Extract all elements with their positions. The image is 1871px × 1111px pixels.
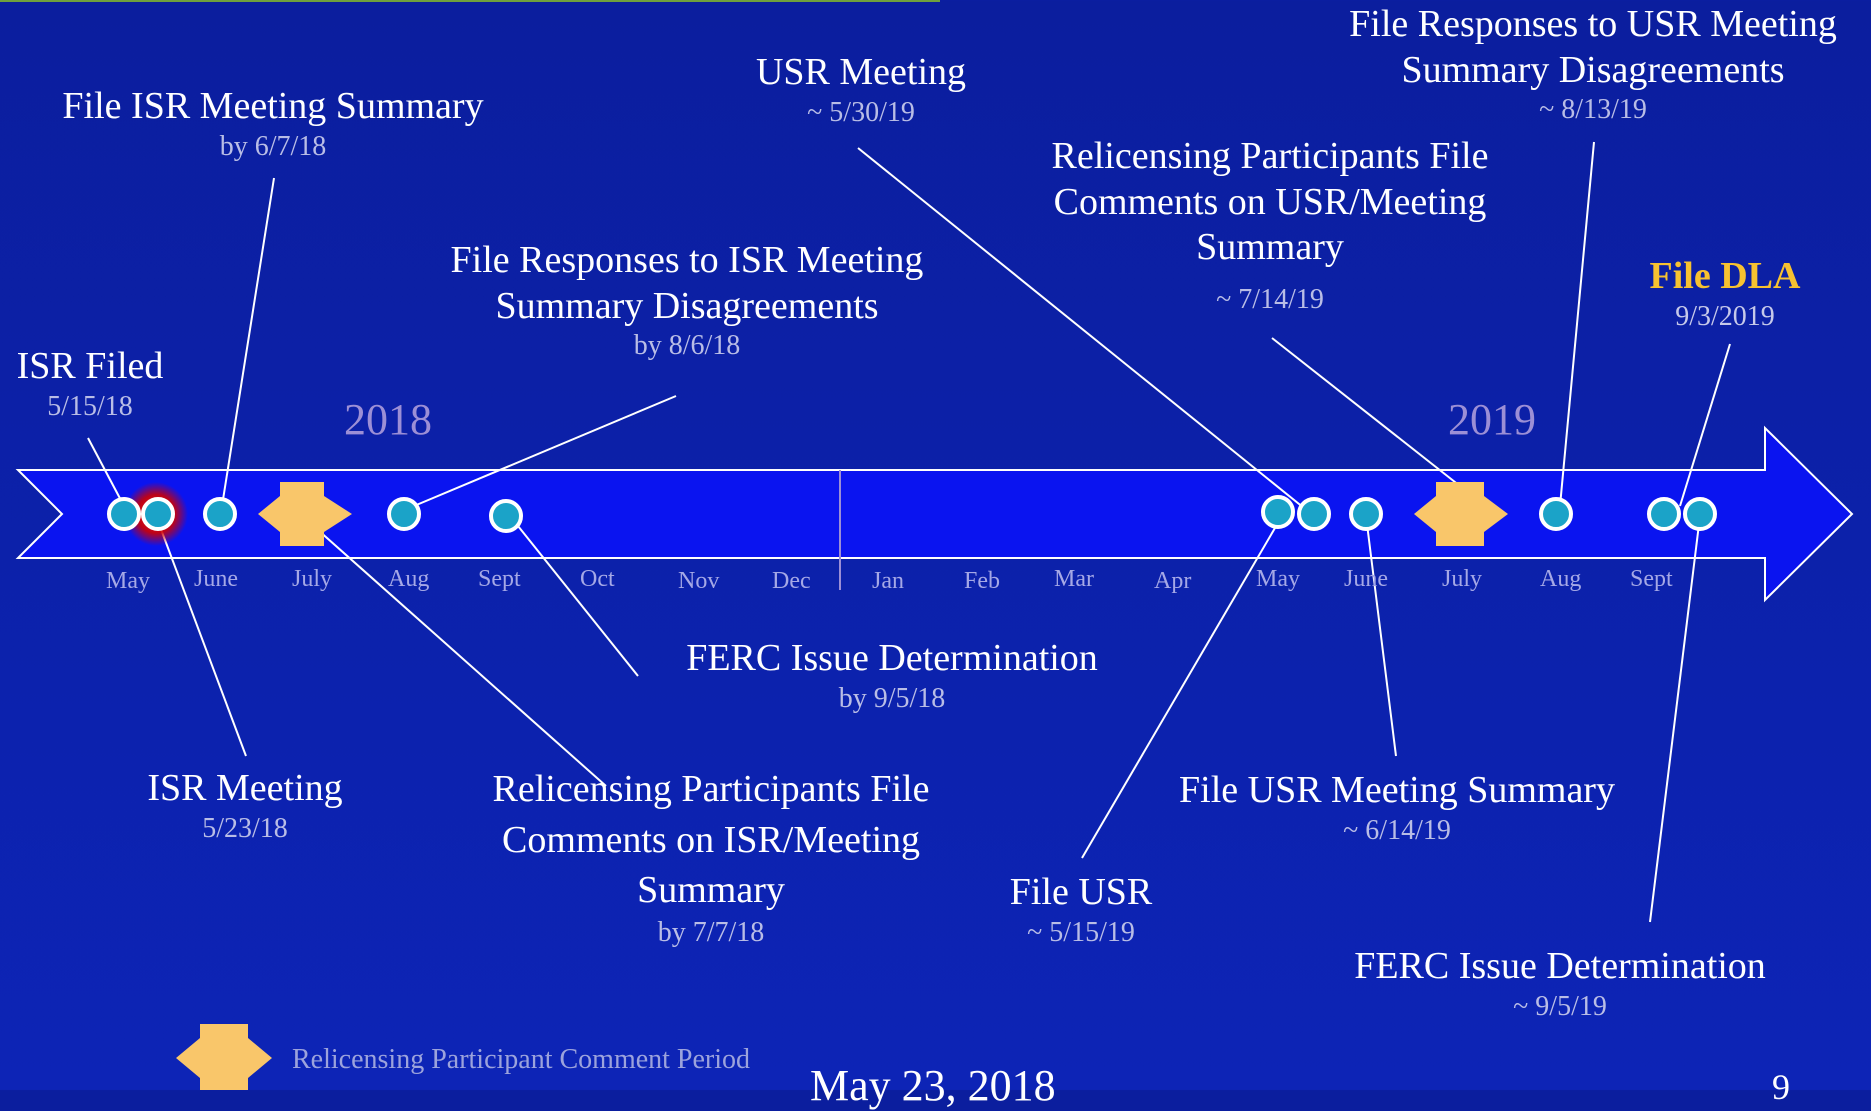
- event-date: ~ 9/5/19: [1513, 990, 1607, 1022]
- page-number: 9: [1772, 1067, 1790, 1107]
- event-date: by 8/6/18: [633, 330, 741, 362]
- event-title: Summary Disagreements: [495, 284, 879, 327]
- month-label: Aug: [1540, 566, 1582, 592]
- event-date: ~ 5/30/19: [807, 96, 915, 128]
- node-usr-meeting-summary: [1349, 497, 1383, 531]
- node-isr-responses: [387, 497, 421, 531]
- event-title: Comments on USR/Meeting: [1053, 180, 1487, 223]
- event-title: Summary Disagreements: [1401, 48, 1785, 91]
- node-usr-responses: [1539, 497, 1573, 531]
- event-isr-comments: Relicensing Participants File Comments o…: [464, 764, 958, 949]
- event-title: File DLA: [1649, 255, 1801, 297]
- month-label: May: [106, 568, 150, 594]
- month-label: June: [194, 566, 238, 592]
- event-ferc-2018: FERC Issue Determination by 9/5/18: [632, 636, 1152, 715]
- legend-label: Relicensing Participant Comment Period: [292, 1044, 751, 1075]
- month-label: July: [1442, 566, 1483, 592]
- node-ferc-2018: [489, 499, 523, 533]
- event-title: Summary: [1196, 226, 1344, 269]
- month-label: Oct: [580, 566, 615, 592]
- event-title: Relicensing Participants File: [1051, 135, 1489, 177]
- event-title: File ISR Meeting Summary: [62, 85, 484, 127]
- year-label-2019: 2019: [1448, 395, 1536, 444]
- month-label: Sept: [478, 566, 521, 592]
- event-title: File USR Meeting Summary: [1179, 769, 1615, 811]
- node-ferc-2019: [1683, 497, 1717, 531]
- event-title: Comments on ISR/Meeting: [502, 818, 920, 861]
- month-label: Sept: [1630, 566, 1673, 592]
- top-accent-bar: [0, 0, 940, 2]
- event-date: 5/23/18: [202, 812, 288, 844]
- event-title: File Responses to USR Meeting: [1349, 3, 1837, 45]
- node-isr-meeting-summary: [203, 497, 237, 531]
- event-title: FERC Issue Determination: [686, 637, 1098, 679]
- connector-lines: [87, 141, 1731, 923]
- event-title: Summary: [637, 869, 785, 912]
- event-title: File Responses to ISR Meeting: [450, 239, 924, 281]
- event-date: by 7/7/18: [657, 916, 765, 948]
- month-label: Nov: [678, 568, 720, 594]
- event-date: ~ 5/15/19: [1027, 916, 1135, 948]
- event-title: ISR Filed: [16, 345, 164, 387]
- event-isr-meeting-summary: File ISR Meeting Summary by 6/7/18: [36, 84, 510, 163]
- event-date: 9/3/2019: [1675, 300, 1775, 332]
- event-title: ISR Meeting: [147, 767, 343, 809]
- event-date: by 6/7/18: [219, 130, 327, 162]
- event-usr-meeting-summary: File USR Meeting Summary ~ 6/14/19: [1150, 768, 1644, 847]
- footer-date: May 23, 2018: [810, 1061, 1056, 1110]
- event-usr-responses: File Responses to USR Meeting Summary Di…: [1326, 2, 1860, 127]
- event-date: 5/15/18: [47, 390, 133, 422]
- month-label: June: [1344, 566, 1388, 592]
- event-usr-meeting: USR Meeting ~ 5/30/19: [716, 50, 1006, 129]
- event-file-usr: File USR ~ 5/15/19: [978, 870, 1184, 949]
- month-label: Dec: [772, 568, 811, 594]
- event-ferc-2019: FERC Issue Determination ~ 9/5/19: [1300, 944, 1820, 1023]
- node-usr-meeting: [1297, 497, 1331, 531]
- event-file-dla: File DLA 9/3/2019: [1620, 254, 1830, 333]
- node-isr-meeting: [141, 497, 175, 531]
- timeline-arrow: [15, 425, 1854, 603]
- event-title: File USR: [1009, 871, 1153, 913]
- event-date: ~ 7/14/19: [1216, 283, 1324, 315]
- event-isr-filed: ISR Filed 5/15/18: [10, 344, 170, 423]
- month-label: July: [292, 566, 333, 592]
- event-isr-meeting: ISR Meeting 5/23/18: [120, 766, 370, 845]
- comment-period-2019: [1414, 482, 1508, 546]
- month-label: Jan: [872, 568, 904, 594]
- month-label: Mar: [1054, 566, 1094, 592]
- event-date: by 9/5/18: [838, 682, 946, 714]
- event-isr-responses: File Responses to ISR Meeting Summary Di…: [420, 238, 954, 363]
- event-title: Relicensing Participants File: [492, 768, 930, 810]
- year-label-2018: 2018: [344, 395, 432, 444]
- node-isr-filed: [107, 497, 141, 531]
- node-file-usr: [1261, 495, 1295, 529]
- comment-period-2018: [258, 482, 352, 546]
- event-title: FERC Issue Determination: [1354, 945, 1766, 987]
- month-label: Feb: [964, 568, 1000, 594]
- month-label: May: [1256, 566, 1300, 592]
- month-label: Aug: [388, 566, 430, 592]
- event-usr-comments: Relicensing Participants File Comments o…: [1014, 134, 1526, 316]
- node-file-dla: [1647, 497, 1681, 531]
- event-title: USR Meeting: [755, 51, 967, 93]
- month-label: Apr: [1154, 568, 1192, 594]
- event-date: ~ 8/13/19: [1539, 94, 1647, 126]
- comment-period-icon: [176, 1024, 272, 1090]
- event-date: ~ 6/14/19: [1343, 814, 1451, 846]
